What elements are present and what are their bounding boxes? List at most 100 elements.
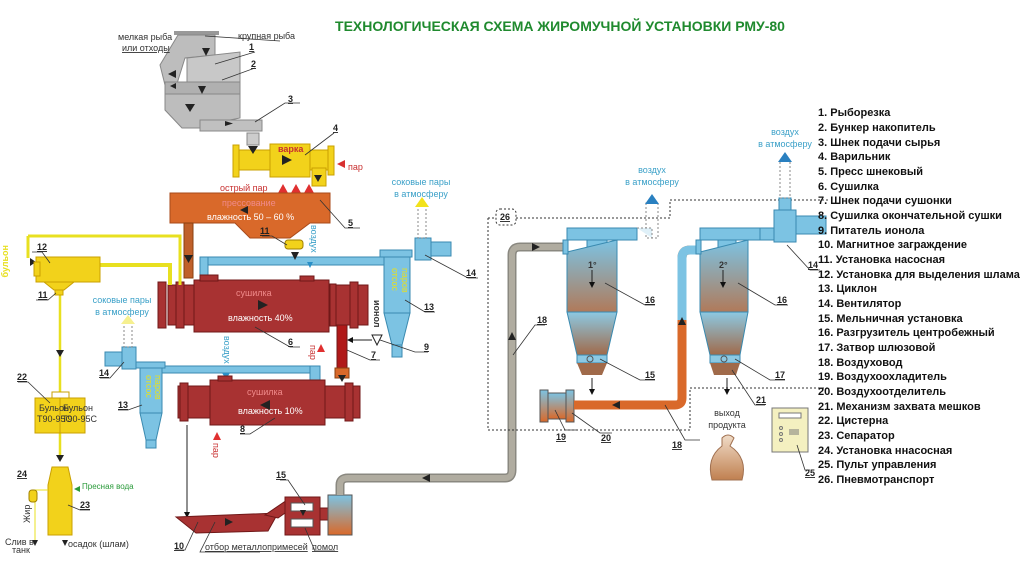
label-ionol: ионол [372, 300, 382, 328]
label-moisture-50-60: влажность 50 – 60 % [207, 212, 294, 222]
cyclone-13-right [379, 249, 413, 358]
callout-16-1: 16 [645, 295, 655, 305]
label-small-fish: мелкая рыба [118, 32, 172, 42]
label-or-waste: или отходы [122, 43, 170, 53]
label-large-fish: крупная рыба [238, 31, 295, 41]
label-moisture-10: влажность 10% [238, 406, 303, 416]
label-temp-b: Т90-95С [62, 414, 98, 424]
legend-item: 17. Затвор шлюзовой [818, 342, 935, 354]
label-to-atmosphere-2: в атмосферу [758, 139, 812, 149]
fan-14-left [104, 315, 137, 370]
legend-item: 1. Рыборезка [818, 107, 891, 119]
legend-item: 4. Варильник [818, 151, 891, 163]
label-to-atmosphere-left: в атмосферу [95, 307, 149, 317]
legend-item: 8. Сушилка окончательной сушки [818, 210, 1002, 222]
callout-16-2: 16 [777, 295, 787, 305]
legend-item: 5. Пресс шнековый [818, 166, 923, 178]
label-steam-cooker: пар [348, 162, 363, 172]
control-panel-25[interactable] [771, 407, 809, 453]
label-product-out-2: продукта [708, 420, 746, 430]
dryer-8 [177, 375, 361, 518]
air-cooler-19 [539, 245, 700, 423]
legend-item: 21. Механизм захвата мешков [818, 401, 981, 413]
label-drain-1: Слив в [5, 537, 34, 547]
pump-unit-11 [284, 239, 304, 250]
callout-19: 19 [556, 432, 566, 442]
callout-4: 4 [333, 123, 338, 133]
centrifugal-unloader-2 [695, 227, 761, 395]
callout-20: 20 [601, 433, 611, 443]
label-juice-vapors-left: соковые пары [93, 295, 152, 305]
label-to-atmosphere-right: в атмосферу [394, 189, 448, 199]
label-drain-2: танк [12, 545, 30, 555]
broth-line [26, 234, 182, 462]
sludge-separation-unit-12 [33, 256, 101, 296]
callout-8: 8 [240, 424, 245, 434]
ionol-feeder [371, 334, 383, 347]
callout-5: 5 [348, 218, 353, 228]
label-air-2: воздух [771, 127, 799, 137]
legend: 1. Рыборезка 2. Бункер накопитель 3. Шне… [818, 107, 1021, 486]
product-bag-icon [709, 434, 744, 481]
legend-item: 14. Вентилятор [818, 298, 902, 310]
callout-13-right: 13 [424, 302, 434, 312]
callout-12: 12 [37, 242, 47, 252]
legend-item: 22. Цистерна [818, 415, 889, 427]
legend-item: 20. Воздухоотделитель [818, 386, 946, 398]
callout-22: 22 [17, 372, 27, 382]
cyclone-13-left [134, 361, 166, 449]
label-stage-1: 1° [588, 260, 597, 270]
callout-1: 1 [249, 42, 254, 52]
callout-9: 9 [424, 342, 429, 352]
air-duct-18 [335, 242, 565, 495]
legend-item: 9. Питатель ионола [818, 225, 925, 237]
legend-item: 15. Мельничная установка [818, 313, 964, 325]
label-air-vertical-2: воздух [222, 336, 232, 364]
legend-item: 19. Воздухоохладитель [818, 371, 947, 383]
label-fat: Жир [22, 505, 32, 523]
legend-item: 6. Сушилка [818, 181, 880, 193]
legend-item: 11. Установка насосная [818, 254, 945, 266]
callout-18-left: 18 [537, 315, 547, 325]
callout-21: 21 [756, 395, 766, 405]
label-metal-removal: отбор металлопримесей [205, 542, 308, 552]
label-broth-tank-b: Бульон [63, 403, 93, 413]
callout-25: 25 [805, 468, 815, 478]
fan-14-far-right [759, 152, 827, 243]
callout-23: 23 [80, 500, 90, 510]
label-air-vertical-1: воздух [309, 225, 319, 253]
callout-26: 26 [500, 212, 510, 222]
callout-11-left: 11 [38, 290, 48, 300]
legend-item: 25. Пульт управления [818, 459, 936, 471]
label-air-1: воздух [638, 165, 666, 175]
legend-item: 3. Шнек подачи сырья [818, 137, 940, 149]
label-temp-a: Т90-95С [37, 414, 73, 424]
label-vapor-suction-r1: отсос [390, 268, 400, 291]
callout-11: 11 [260, 226, 270, 236]
callout-13-left: 13 [118, 400, 128, 410]
fish-cutter-hopper [159, 31, 263, 132]
label-live-steam: острый пар [220, 183, 268, 193]
label-sediment: осадок (шлам) [68, 539, 129, 549]
fan-14-right [414, 197, 452, 261]
legend-item: 12. Установка для выделения шлама [818, 269, 1021, 281]
label-vapor-suction-l1: отсос [144, 375, 154, 398]
label-drying-6: сушилка [236, 288, 272, 298]
callout-10: 10 [174, 541, 184, 551]
label-vapor-suction-r2: паров [400, 268, 410, 293]
legend-item: 23. Сепаратор [818, 430, 895, 442]
mill-15 [284, 494, 353, 536]
legend-item: 10. Магнитное заграждение [818, 239, 967, 251]
callout-18-right: 18 [672, 440, 682, 450]
label-drying-8: сушилка [247, 387, 283, 397]
callout-3: 3 [288, 94, 293, 104]
centrifugal-unloader-1 [562, 194, 659, 395]
legend-item: 26. Пневмотранспорт [818, 474, 935, 486]
label-moisture-40: влажность 40% [228, 313, 293, 323]
legend-item: 16. Разгрузитель центробежный [818, 327, 995, 339]
callout-15-mill: 15 [276, 470, 286, 480]
label-cooking: варка [278, 144, 304, 154]
callout-15: 15 [645, 370, 655, 380]
